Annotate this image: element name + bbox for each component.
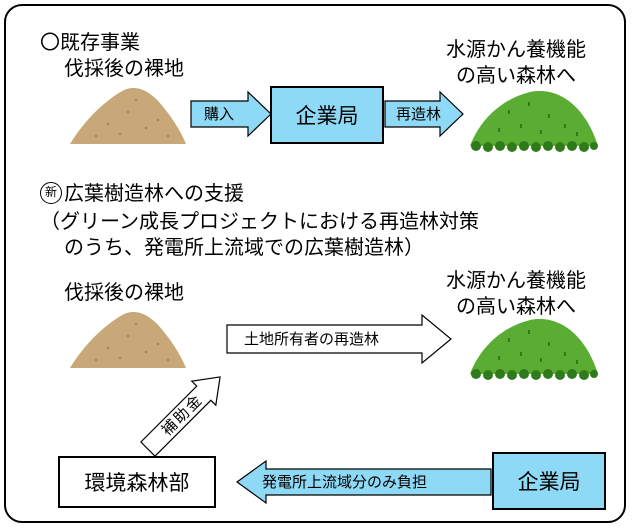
soil-mound-top (70, 88, 186, 144)
forest-hill-bottom (470, 319, 598, 380)
subsidy-arrow-shape (140, 376, 221, 457)
purchase-arrow (190, 90, 272, 138)
existing-heading: 〇既存事業 (40, 30, 140, 54)
new-bare-land-label: 伐採後の裸地 (64, 280, 184, 304)
new-forest-line2: の高い森林へ (456, 294, 576, 318)
soil-mound-bottom (70, 312, 186, 368)
owner-reforest-arrow-label: 土地所有者の再造林 (244, 330, 380, 348)
purchase-arrow-label: 購入 (204, 105, 235, 123)
burden-arrow (235, 459, 492, 505)
existing-forest-line2: の高い森林へ (456, 63, 576, 87)
bureau-box-bottom: 企業局 (492, 452, 606, 510)
existing-forest-line1: 水源かん養機能 (446, 37, 586, 61)
new-mark: 新 (40, 182, 62, 204)
reforest-arrow (384, 90, 464, 138)
subsidy-arrow: 補助金 (135, 364, 233, 462)
reforest-arrow-label: 再造林 (396, 105, 442, 123)
bureau-box-top: 企業局 (270, 86, 384, 144)
existing-bare-land-label: 伐採後の裸地 (64, 56, 184, 80)
burden-arrow-label: 発電所上流域分のみ負担 (262, 473, 428, 491)
forest-hill-top (470, 91, 598, 152)
owner-reforest-arrow (226, 313, 452, 365)
env-dept-box: 環境森林部 (58, 456, 216, 508)
new-sub-line2: のうち、発電所上流域での広葉樹造林） (64, 235, 424, 259)
new-heading: 広葉樹造林への支援 (64, 181, 244, 205)
new-sub-line1: （グリーン成長プロジェクトにおける再造林対策 (40, 209, 479, 233)
new-forest-line1: 水源かん養機能 (446, 268, 586, 292)
outer-frame (4, 4, 626, 523)
